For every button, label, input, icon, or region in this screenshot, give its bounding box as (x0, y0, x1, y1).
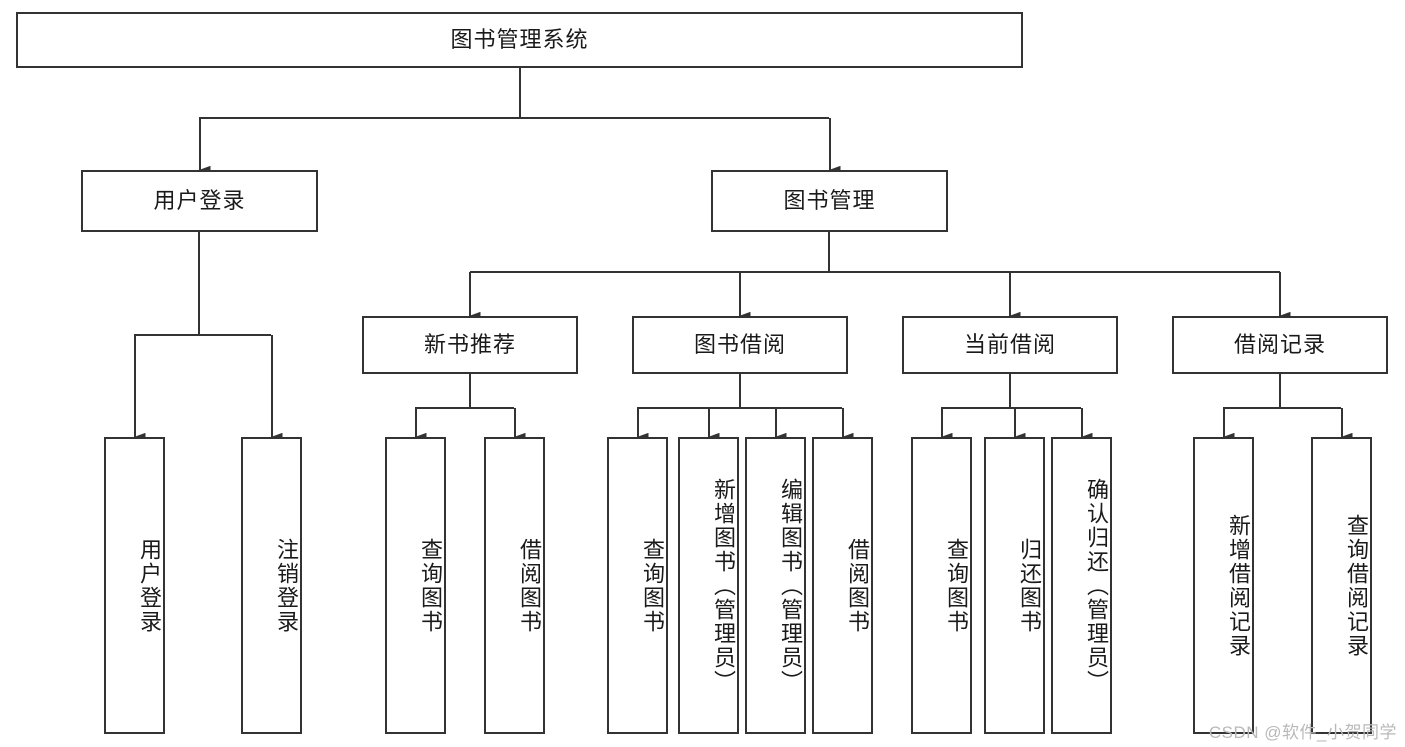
node-label: 借阅记录 (1233, 331, 1326, 357)
node-label: 借阅图书 (845, 537, 870, 634)
watermark: CSDN @软件_小贺同学 (1208, 723, 1397, 742)
node-label: 查询借阅记录 (1344, 513, 1369, 658)
node-label: 归还图书 (1017, 537, 1042, 634)
node-leaf-return-book[interactable]: 归还图书 (984, 437, 1045, 734)
node-label: 图书借阅 (693, 331, 786, 357)
node-label: 新增图书（管理员） (711, 477, 736, 694)
node-book-borrow[interactable]: 图书借阅 (632, 316, 848, 374)
node-label: 当前借阅 (963, 331, 1056, 357)
node-label: 查询图书 (640, 537, 665, 634)
node-leaf-query-record[interactable]: 查询借阅记录 (1311, 437, 1372, 734)
node-leaf-confirm-return[interactable]: 确认归还（管理员） (1051, 437, 1112, 734)
node-leaf-edit-book[interactable]: 编辑图书（管理员） (745, 437, 806, 734)
node-label: 新书推荐 (423, 331, 516, 357)
node-borrow-record[interactable]: 借阅记录 (1172, 316, 1388, 374)
node-book-manage[interactable]: 图书管理 (711, 170, 948, 232)
node-label: 新增借阅记录 (1226, 513, 1251, 658)
node-label: 确认归还（管理员） (1084, 477, 1109, 694)
node-label: 查询图书 (418, 537, 443, 634)
node-label: 注销登录 (274, 537, 299, 634)
node-leaf-query-book-3[interactable]: 查询图书 (911, 437, 972, 734)
node-leaf-user-logout[interactable]: 注销登录 (241, 437, 302, 734)
node-label: 用户登录 (137, 537, 162, 634)
node-root[interactable]: 图书管理系统 (16, 12, 1023, 68)
node-user-login[interactable]: 用户登录 (81, 170, 318, 232)
node-label: 图书管理 (783, 187, 876, 213)
node-label: 查询图书 (944, 537, 969, 634)
node-current-borrow[interactable]: 当前借阅 (902, 316, 1118, 374)
node-leaf-borrow-book-2[interactable]: 借阅图书 (812, 437, 873, 734)
node-label: 用户登录 (153, 187, 246, 213)
node-leaf-borrow-book-1[interactable]: 借阅图书 (484, 437, 545, 734)
node-label: 图书管理系统 (450, 26, 589, 52)
node-leaf-query-book-1[interactable]: 查询图书 (385, 437, 446, 734)
node-leaf-add-record[interactable]: 新增借阅记录 (1193, 437, 1254, 734)
node-new-book-recommend[interactable]: 新书推荐 (362, 316, 578, 374)
node-label: 借阅图书 (517, 537, 542, 634)
node-leaf-query-book-2[interactable]: 查询图书 (607, 437, 668, 734)
node-leaf-user-login[interactable]: 用户登录 (104, 437, 165, 734)
edge-group (134, 68, 1353, 442)
node-leaf-add-book[interactable]: 新增图书（管理员） (678, 437, 739, 734)
node-label: 编辑图书（管理员） (778, 477, 803, 694)
